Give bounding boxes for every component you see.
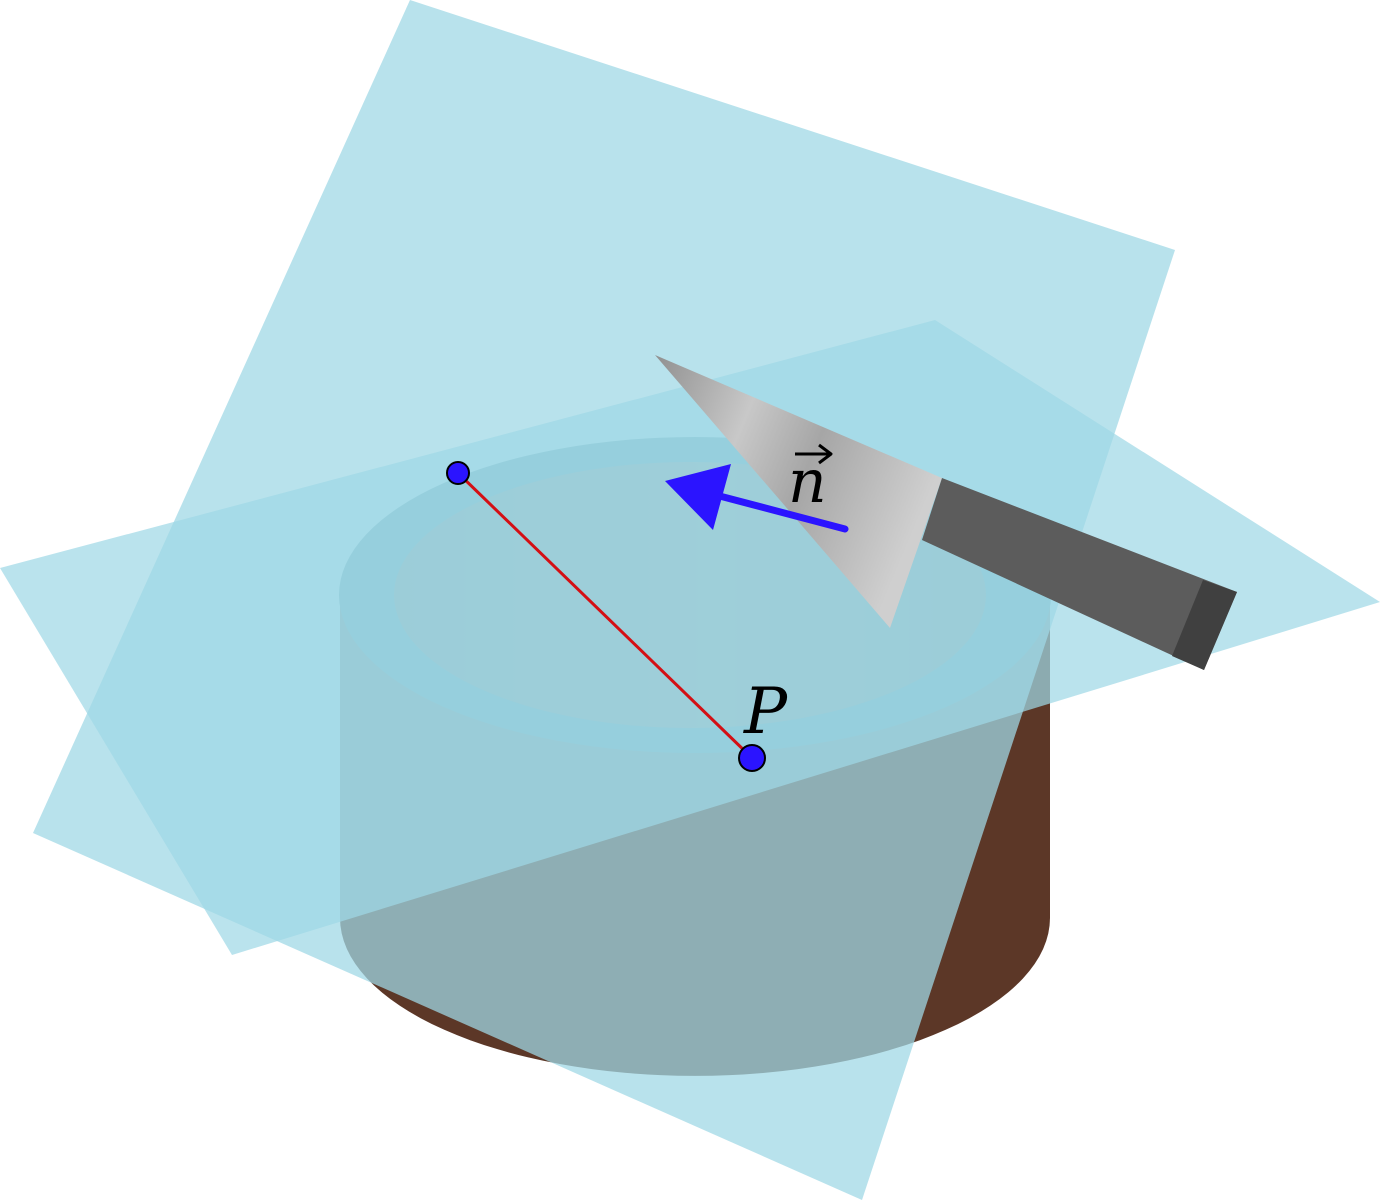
red-segment [456,471,754,760]
vector-arrow-icon [795,443,833,465]
point-p-label: P [743,675,788,749]
point-p-dot [738,744,766,772]
normal-vector-arrowhead [665,464,731,530]
normal-vector-shaft [708,490,849,533]
knife-handle-cap [1172,580,1237,670]
normal-vector-label: n [788,447,827,517]
knife-handle [922,478,1237,670]
tilted-plane [33,0,1175,1200]
knife-blade [655,355,942,628]
endpoint-dot [446,461,470,485]
normal-vector [665,464,849,533]
knife [655,355,1237,670]
